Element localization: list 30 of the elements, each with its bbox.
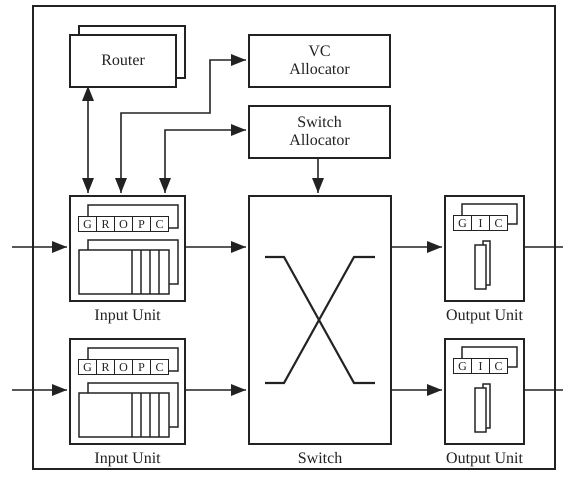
register-field: C [150,359,169,375]
unit-label: Output Unit [446,307,523,324]
block-label: Router [101,52,145,70]
register-field: G [78,216,97,232]
enclosure-box [32,5,556,470]
register-field: O [114,216,133,232]
input-unit [69,338,186,469]
input-unit [69,195,186,326]
register-field: O [114,359,133,375]
register-field: P [132,359,151,375]
register-field: P [132,216,151,232]
register-field: I [471,215,490,231]
register-field: G [78,359,97,375]
register-field: R [96,359,115,375]
register-field: C [150,216,169,232]
output-unit [444,338,525,469]
register-field: I [471,358,490,374]
register-field: C [489,215,508,231]
register-field: C [489,358,508,374]
unit-label: Switch [298,450,342,467]
unit-label: Input Unit [94,307,161,324]
block-box: VC Allocator [248,34,391,88]
register-field: R [96,216,115,232]
unit-label: Output Unit [446,450,523,467]
stacked-block-drawing [69,25,186,88]
unit-label: Input Unit [94,450,161,467]
register-field: G [453,358,472,374]
register-field: G [453,215,472,231]
block-box: Switch Allocator [248,105,391,159]
output-unit [444,195,525,326]
